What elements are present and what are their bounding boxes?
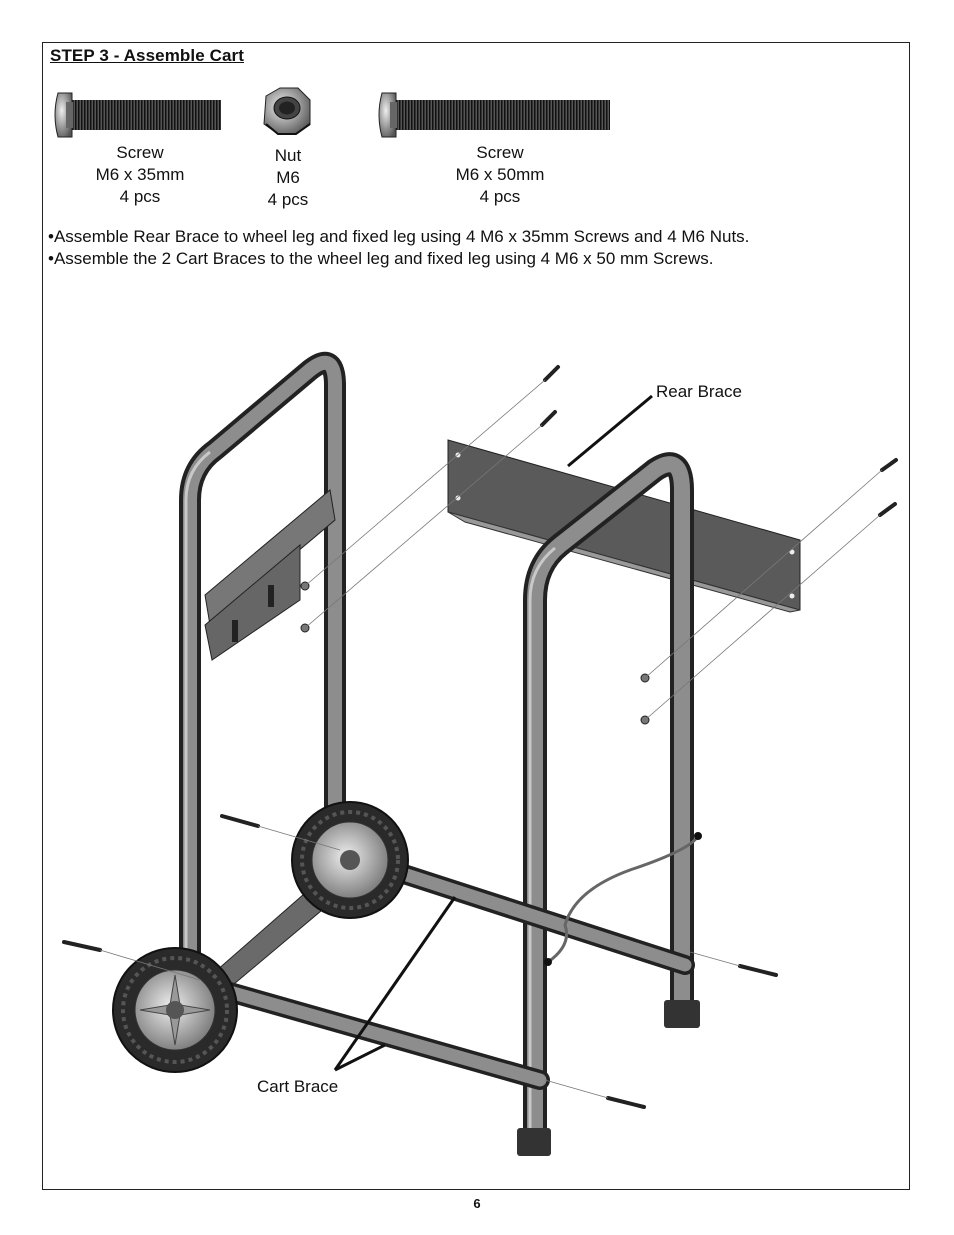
step-title: STEP 3 - Assemble Cart	[50, 46, 244, 65]
wheel-leg-bracket	[204, 489, 336, 661]
hardware-label-screw-50: Screw M6 x 50mm 4 pcs	[455, 143, 545, 206]
callout-leaders	[333, 394, 653, 1072]
page-number: 6	[473, 1196, 481, 1211]
front-wheel	[112, 947, 238, 1073]
screw-35mm-icon	[54, 92, 221, 138]
cart-brace-lower	[195, 975, 550, 1090]
page-frame	[42, 42, 910, 1190]
rear-brace-screws-right	[878, 458, 898, 517]
instruction-1: •Assemble Rear Brace to wheel leg and fi…	[48, 227, 750, 246]
rear-brace-plate	[447, 439, 801, 613]
wire-handle	[547, 835, 700, 964]
rear-brace-nuts	[300, 581, 650, 725]
instruction-2: •Assemble the 2 Cart Braces to the wheel…	[48, 249, 714, 268]
screw-50mm-icon	[378, 92, 610, 138]
fixed-leg	[523, 452, 694, 1152]
cart-brace-callout: Cart Brace	[257, 1077, 339, 1096]
cart-brace-screws	[62, 814, 778, 1109]
hardware-label-screw-35: Screw M6 x 35mm 4 pcs	[95, 143, 185, 206]
rear-brace-screws-left	[540, 365, 560, 427]
hardware-label-nut: Nut M6 4 pcs	[267, 146, 309, 209]
rear-brace-callout: Rear Brace	[656, 382, 742, 401]
wheel-leg	[179, 351, 346, 971]
alignment-lines	[99, 379, 883, 1099]
leg-cap	[517, 1128, 551, 1156]
leg-cap	[664, 1000, 700, 1028]
rear-wheel	[291, 801, 409, 919]
nut-icon	[263, 87, 311, 135]
